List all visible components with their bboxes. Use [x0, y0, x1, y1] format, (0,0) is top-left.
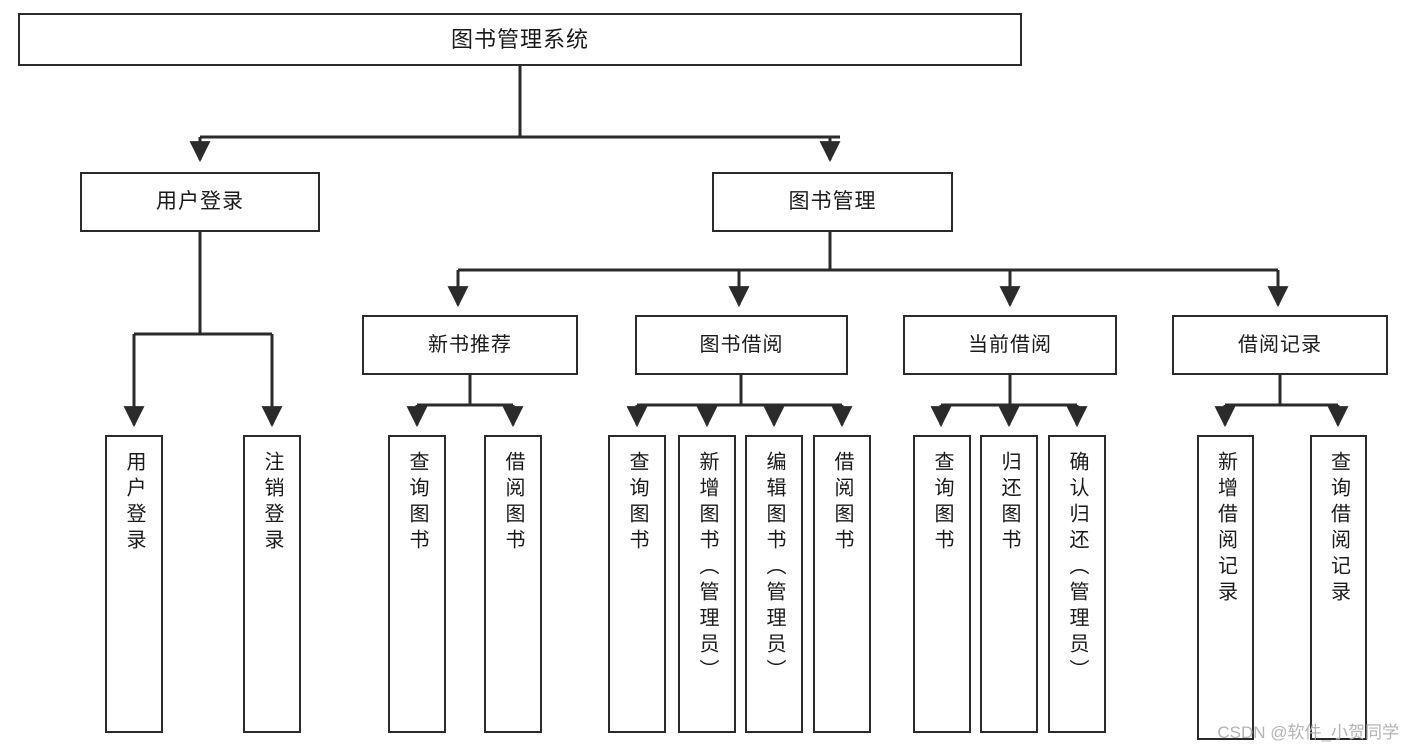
- watermark-text: CSDN @软件_小贺同学: [1217, 723, 1399, 742]
- leaf-current-borrow-confirm-return-label: 确认归还（管理员）: [1066, 451, 1088, 685]
- leaf-book-borrow-edit[interactable]: 编辑图书（管理员）: [745, 435, 803, 733]
- node-book-management-label: 图书管理: [788, 189, 877, 213]
- leaf-book-borrow-query-label: 查询图书: [626, 451, 648, 555]
- leaf-book-borrow-borrow-label: 借阅图书: [831, 451, 853, 555]
- leaf-book-borrow-borrow[interactable]: 借阅图书: [813, 435, 871, 733]
- leaf-user-login-logout-label: 注销登录: [261, 451, 283, 555]
- node-new-book-recommend-label: 新书推荐: [428, 333, 512, 356]
- node-root[interactable]: 图书管理系统: [18, 13, 1022, 66]
- leaf-current-borrow-return[interactable]: 归还图书: [980, 435, 1038, 733]
- leaf-book-borrow-query[interactable]: 查询图书: [608, 435, 666, 733]
- leaf-book-borrow-add-label: 新增图书（管理员）: [696, 451, 718, 685]
- node-root-label: 图书管理系统: [450, 26, 589, 52]
- node-current-borrow[interactable]: 当前借阅: [903, 315, 1117, 375]
- leaf-current-borrow-query-label: 查询图书: [931, 451, 953, 555]
- leaf-current-borrow-confirm-return[interactable]: 确认归还（管理员）: [1048, 435, 1106, 733]
- leaf-borrow-record-query-label: 查询借阅记录: [1327, 451, 1350, 607]
- leaf-book-borrow-add[interactable]: 新增图书（管理员）: [678, 435, 736, 733]
- leaf-borrow-record-add[interactable]: 新增借阅记录: [1197, 435, 1254, 740]
- node-user-login[interactable]: 用户登录: [80, 172, 320, 232]
- node-borrow-record[interactable]: 借阅记录: [1172, 315, 1388, 375]
- node-current-borrow-label: 当前借阅: [968, 333, 1052, 356]
- leaf-new-book-query-label: 查询图书: [406, 451, 428, 555]
- leaf-user-login-login[interactable]: 用户登录: [105, 435, 163, 733]
- node-new-book-recommend[interactable]: 新书推荐: [362, 315, 578, 375]
- leaf-new-book-borrow[interactable]: 借阅图书: [484, 435, 542, 733]
- node-book-borrow[interactable]: 图书借阅: [635, 315, 848, 375]
- node-book-management[interactable]: 图书管理: [712, 172, 953, 232]
- node-user-login-label: 用户登录: [156, 189, 244, 213]
- leaf-new-book-query[interactable]: 查询图书: [388, 435, 446, 733]
- leaf-book-borrow-edit-label: 编辑图书（管理员）: [763, 451, 785, 685]
- leaf-new-book-borrow-label: 借阅图书: [502, 451, 524, 555]
- leaf-borrow-record-add-label: 新增借阅记录: [1214, 451, 1237, 607]
- node-book-borrow-label: 图书借阅: [699, 333, 784, 356]
- leaf-current-borrow-return-label: 归还图书: [998, 451, 1020, 555]
- leaf-borrow-record-query[interactable]: 查询借阅记录: [1310, 435, 1367, 740]
- leaf-current-borrow-query[interactable]: 查询图书: [913, 435, 971, 733]
- leaf-user-login-logout[interactable]: 注销登录: [243, 435, 301, 733]
- node-borrow-record-label: 借阅记录: [1238, 333, 1322, 356]
- leaf-user-login-login-label: 用户登录: [123, 451, 145, 555]
